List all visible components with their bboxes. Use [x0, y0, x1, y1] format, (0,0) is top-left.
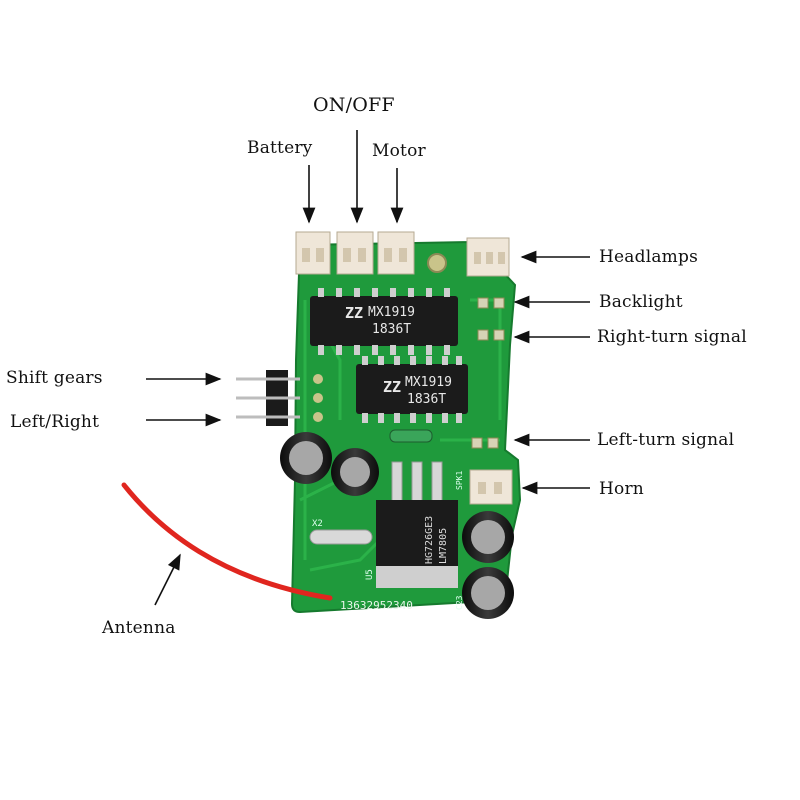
left-right-label: Left/Right: [10, 412, 100, 432]
capacitor-2: [331, 448, 379, 496]
on-off-label: ON/OFF: [313, 94, 395, 116]
capacitor-4: [462, 567, 514, 619]
silk-c23: C23: [455, 595, 464, 610]
motor-connector: [377, 231, 415, 275]
ic2-brand: MX1919: [405, 375, 452, 390]
on-off-connector: [336, 231, 374, 275]
capacitor-1: [280, 432, 332, 484]
silk-x2: X2: [312, 519, 323, 529]
silk-u5: U5: [365, 569, 375, 580]
horn-label: Horn: [599, 479, 644, 499]
regulator-line1: HG726GE3: [424, 516, 435, 564]
ic1-code: 1836T: [372, 322, 411, 337]
ic-chip-1: ZZ MX1919 1836T: [310, 288, 458, 355]
shift-gears-label: Shift gears: [6, 368, 103, 388]
svg-text:ZZ: ZZ: [345, 304, 363, 322]
motor-label: Motor: [372, 141, 426, 161]
capacitor-3: [462, 511, 514, 563]
headlamps-label: Headlamps: [599, 247, 699, 267]
antenna-label: Antenna: [102, 618, 176, 638]
headlamps-connector: [466, 237, 510, 277]
board-serial: 13632952340: [340, 599, 413, 612]
battery-connector: [295, 231, 331, 275]
horn-connector: [469, 469, 513, 505]
backlight-label: Backlight: [599, 292, 683, 312]
battery-label: Battery: [247, 138, 313, 158]
regulator-line2: LM7805: [438, 528, 449, 564]
ic1-brand: MX1919: [368, 305, 415, 320]
silk-spk: SPK1: [455, 471, 464, 490]
right-turn-label: Right-turn signal: [597, 327, 747, 347]
left-turn-label: Left-turn signal: [597, 430, 735, 450]
header-pins: [236, 370, 323, 426]
ic-chip-2: ZZ MX1919 1836T: [356, 356, 468, 423]
antenna-wire: [121, 482, 333, 601]
antenna-arrow: [154, 553, 181, 606]
svg-text:ZZ: ZZ: [383, 378, 401, 396]
voltage-regulator: HG726GE3 LM7805: [376, 461, 458, 588]
ic2-code: 1836T: [407, 392, 446, 407]
